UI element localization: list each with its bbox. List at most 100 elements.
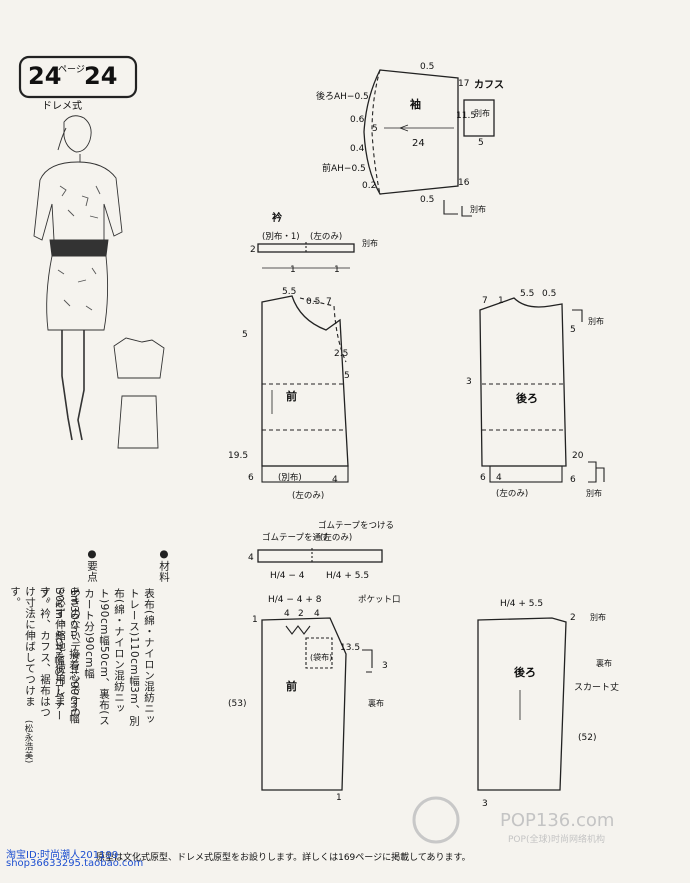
back-m05: 0.5 xyxy=(542,289,556,299)
back-m7: 7 xyxy=(482,296,488,306)
svg-text:ドレメ式: ドレメ式 xyxy=(42,99,82,112)
points-body: あきのないデザインですので必ず伸縮地を使用します。衿、カフス、裾布はつけ寸法に伸… xyxy=(9,586,81,718)
back-fabric: 別布 xyxy=(588,316,604,326)
back-m3: 3 xyxy=(466,377,472,387)
back-skirt-pattern xyxy=(477,617,567,791)
sleeve-m04: 0.4 xyxy=(350,144,365,154)
watermark-line2: shop36633295.taobao.com xyxy=(6,858,144,869)
waistband-h-minus: H/4 − 4 xyxy=(270,571,305,581)
svg-text:24: 24 xyxy=(28,62,61,90)
front-skirt-pattern xyxy=(261,617,373,791)
figure-illustration xyxy=(33,115,165,449)
front-ah-label: 前AH−0.5 xyxy=(322,162,366,174)
front-m7: 7 xyxy=(326,297,332,307)
back-bodice-label: 後ろ xyxy=(516,391,538,405)
back-m55: 5.5 xyxy=(520,289,534,299)
materials-body: 表布(綿・ナイロン混紡ニットレース)110cm幅3m、別布(綿・ナイロン混紡ニッ… xyxy=(38,588,155,727)
pop136-logo: POP136.com POP(全球)时尚网络机构 xyxy=(412,796,614,845)
back-skirt-m3: 3 xyxy=(482,799,488,809)
waistband-left-only: (左のみ) xyxy=(320,532,352,543)
front-skirt-top-formula: H/4 − 4 + 8 xyxy=(268,595,322,605)
page-badge: 24 ページ 24 ドレメ式 xyxy=(18,55,138,112)
waistband-gum-through: ゴムテープを通す xyxy=(262,532,330,543)
collar-m1b: 1 xyxy=(334,265,340,275)
waistband-pattern xyxy=(257,548,383,564)
front-m05: 0.5 xyxy=(306,297,320,307)
waistband-m4: 4 xyxy=(248,553,254,563)
points-title: ●要点 xyxy=(86,548,98,583)
front-skirt-pocket: ポケット口 xyxy=(358,595,401,605)
sleeve-separate: 別布 xyxy=(470,204,486,214)
front-skirt-m1: 1 xyxy=(252,615,258,625)
front-skirt-lining: 裏布 xyxy=(368,698,384,708)
sleeve-m06: 0.6 xyxy=(350,115,365,125)
svg-text:ページ: ページ xyxy=(58,65,85,75)
front-m55: 5.5 xyxy=(282,287,296,297)
front-bodice-pattern xyxy=(261,295,349,483)
svg-text:POP(全球)时尚网络机构: POP(全球)时尚网络机构 xyxy=(508,833,605,845)
back-m6a: 6 xyxy=(480,473,486,483)
back-m5: 5 xyxy=(570,325,576,335)
back-m1: 1 xyxy=(498,296,504,306)
back-m4: 4 xyxy=(496,473,502,483)
front-bodice-label: 前 xyxy=(286,389,297,403)
sleeve-m17: 17 xyxy=(458,79,469,89)
sleeve-m5: 5 xyxy=(372,124,378,134)
cuff-m5: 5 xyxy=(478,138,484,148)
sleeve-m24: 24 xyxy=(412,138,425,149)
front-skirt-m4b: 4 xyxy=(314,609,320,619)
collar-fabric-note: (別布・1) xyxy=(262,231,300,242)
back-skirt-lining: 裏布 xyxy=(596,658,612,668)
sleeve-label: 袖 xyxy=(410,97,421,111)
back-m6: 6 xyxy=(570,475,576,485)
front-m4: 4 xyxy=(332,475,338,485)
front-fabric: (別布) xyxy=(278,472,302,483)
back-skirt-length-label: スカート丈 xyxy=(574,682,619,693)
collar-m2: 2 xyxy=(250,245,256,255)
sleeve-m05a: 0.5 xyxy=(420,62,434,72)
collar-m1a: 1 xyxy=(290,265,296,275)
back-skirt-top-formula: H/4 + 5.5 xyxy=(500,599,543,609)
footer-note: 原型は文化式原型、ドレメ式原型をお設りします。詳しくは169ページに掲載してあり… xyxy=(96,851,471,863)
collar-pattern xyxy=(257,242,355,269)
front-skirt-m53: (53) xyxy=(228,699,246,709)
svg-text:POP136.com: POP136.com xyxy=(500,810,614,831)
sleeve-m05b: 0.5 xyxy=(420,195,434,205)
back-bottom-fabric: 別布 xyxy=(586,488,602,498)
back-m20: 20 xyxy=(572,451,584,461)
front-skirt-m2: 2 xyxy=(298,609,304,619)
sleeve-m16: 16 xyxy=(458,178,470,188)
front-m6: 6 xyxy=(248,473,254,483)
svg-text:24: 24 xyxy=(84,62,117,90)
back-skirt-m2: 2 xyxy=(570,613,576,623)
back-skirt-label: 後ろ xyxy=(514,665,536,679)
waistband-gum-attach: ゴムテープをつける xyxy=(318,520,394,531)
front-skirt-label: 前 xyxy=(286,679,297,693)
front-skirt-m3: 3 xyxy=(382,661,388,671)
back-left-only: (左のみ) xyxy=(496,488,528,499)
front-skirt-bag: (袋布) xyxy=(310,652,332,662)
author-credit: (松永浩美) xyxy=(23,720,33,764)
back-ah-label: 後ろAH−0.5 xyxy=(316,90,369,102)
cuff-m115: 11.5 xyxy=(456,111,476,121)
collar-left-note: (左のみ) xyxy=(310,231,342,242)
cuff-fabric: 別布 xyxy=(474,108,490,118)
back-bodice-pattern xyxy=(479,297,605,483)
collar-side: 別布 xyxy=(362,238,378,248)
front-m5b: 5 xyxy=(344,371,350,381)
front-m5: 5 xyxy=(242,330,248,340)
cuff-label: カフス xyxy=(474,79,504,91)
materials-title: ●材料 xyxy=(158,548,170,583)
front-skirt-m135: 13.5 xyxy=(340,643,360,653)
front-m25: 2.5 xyxy=(334,349,348,359)
sleeve-pattern xyxy=(363,69,495,217)
sleeve-m02: 0.2 xyxy=(362,181,376,191)
front-skirt-m4a: 4 xyxy=(284,609,290,619)
front-left-only: (左のみ) xyxy=(292,490,324,501)
front-m195: 19.5 xyxy=(228,451,248,461)
back-skirt-length-value: (52) xyxy=(578,733,596,743)
front-skirt-m1b: 1 xyxy=(336,793,342,803)
collar-title: 衿 xyxy=(272,211,282,224)
